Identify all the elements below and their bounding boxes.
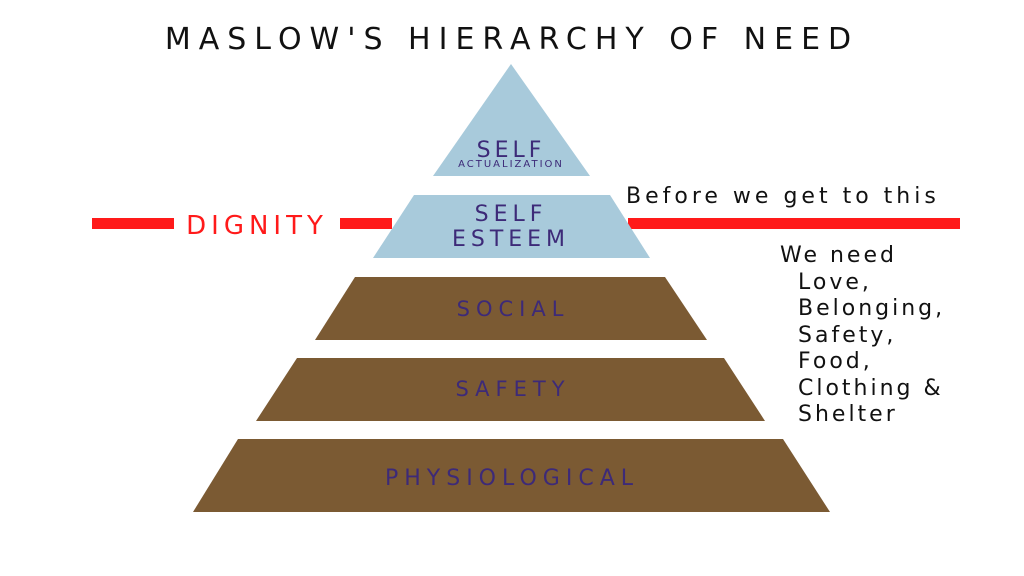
tier-self-actualization <box>433 64 590 176</box>
diagram-title: MASLOW'S HIERARCHY OF NEED <box>164 22 860 57</box>
self-actualization-sub-label: ACTUALIZATION <box>458 159 564 170</box>
need-item: Safety, <box>798 322 897 348</box>
dignity-line-right <box>628 218 960 229</box>
tier-self-esteem <box>373 195 650 258</box>
dignity-label: DIGNITY <box>186 211 328 241</box>
need-item: Clothing & <box>798 375 944 401</box>
self-esteem-label-line1: SELF <box>475 202 548 227</box>
need-item: Food, <box>798 349 873 374</box>
need-item: Shelter <box>798 402 898 427</box>
self-actualization-main-label: SELF <box>477 138 546 163</box>
need-item: Belonging, <box>798 296 946 321</box>
before-text: Before we get to this <box>626 184 940 209</box>
tier-physiological <box>193 439 830 512</box>
self-esteem-label-line2: ESTEEM <box>452 227 570 252</box>
dignity-line-left <box>92 218 174 229</box>
safety-label: SAFETY <box>455 377 570 401</box>
tier-social <box>315 277 707 340</box>
need-item: Love, <box>798 269 872 295</box>
needs-intro: We need <box>780 243 897 268</box>
needs-list: We need Love, Belonging, Safety, Food, C… <box>780 243 945 429</box>
dignity-line-mid <box>340 218 392 229</box>
tier-safety <box>256 358 765 421</box>
physiological-label: PHYSIOLOGICAL <box>385 466 639 491</box>
social-label: SOCIAL <box>457 297 570 321</box>
